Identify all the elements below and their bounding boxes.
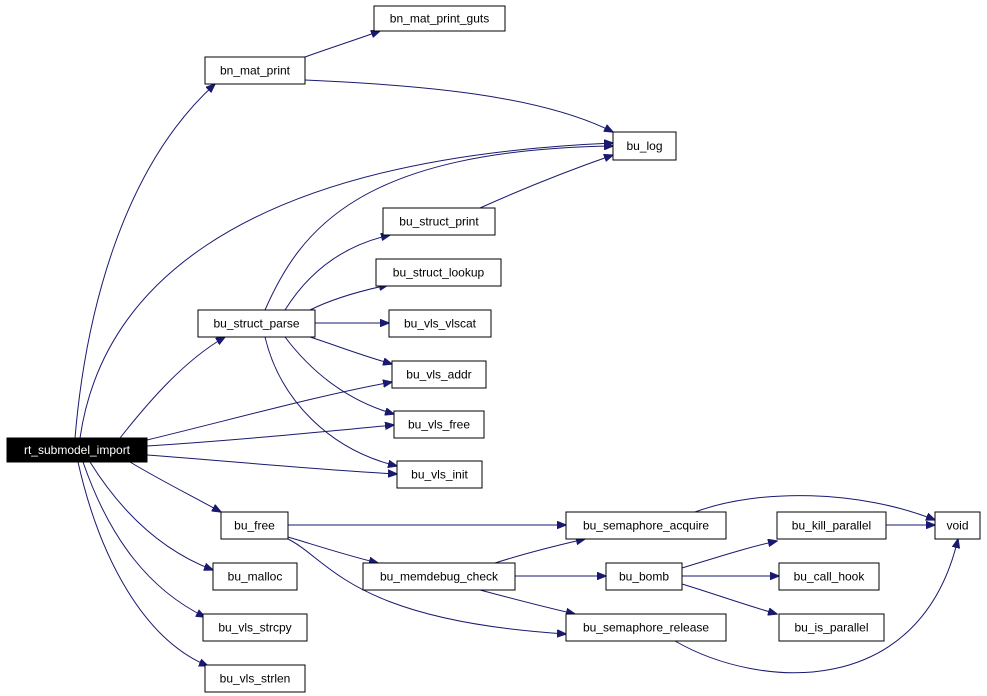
- node-bn_mat_print_guts[interactable]: bn_mat_print_guts: [373, 5, 506, 32]
- node-label: bu_free: [234, 519, 275, 533]
- node-label: bn_mat_print: [220, 64, 291, 78]
- node-box: [220, 511, 289, 540]
- node-box: [605, 562, 683, 591]
- node-bu_malloc[interactable]: bu_malloc: [212, 562, 298, 591]
- edge-rt_submodel_import-to-bu_vls_strcpy: [82, 461, 205, 617]
- node-label: bu_kill_parallel: [792, 519, 871, 533]
- node-label: bu_semaphore_release: [583, 621, 709, 635]
- node-box: [934, 511, 981, 540]
- edge-rt_submodel_import-to-bu_vls_init: [146, 454, 397, 474]
- node-bu_struct_parse[interactable]: bu_struct_parse: [197, 309, 316, 338]
- node-box: [382, 207, 496, 236]
- node-bu_is_parallel[interactable]: bu_is_parallel: [778, 613, 885, 642]
- edge-bu_struct_parse-to-bu_vls_free: [284, 336, 394, 414]
- node-bu_semaphore_release[interactable]: bu_semaphore_release: [565, 613, 727, 642]
- node-bn_mat_print[interactable]: bn_mat_print: [204, 56, 306, 85]
- edge-bu_struct_parse-to-bu_vls_init: [264, 336, 397, 466]
- node-bu_bomb[interactable]: bu_bomb: [605, 562, 683, 591]
- node-box: [362, 562, 516, 591]
- edge-bu_struct_parse-to-bu_log: [264, 146, 613, 311]
- node-bu_vls_vlscat[interactable]: bu_vls_vlscat: [388, 309, 492, 338]
- node-bu_struct_lookup[interactable]: bu_struct_lookup: [375, 258, 502, 287]
- node-box: [778, 562, 880, 591]
- node-box: [212, 562, 298, 591]
- node-label: bu_is_parallel: [794, 621, 868, 635]
- node-box: [565, 511, 727, 540]
- edge-rt_submodel_import-to-bu_log: [79, 143, 613, 439]
- node-box: [204, 56, 306, 85]
- node-box: [204, 664, 306, 693]
- edge-bu_memdebug_check-to-bu_semaphore_release: [479, 589, 575, 614]
- edge-bu_bomb-to-bu_is_parallel: [681, 583, 777, 614]
- node-label: bu_log: [626, 139, 662, 153]
- node-label: bu_semaphore_acquire: [583, 519, 709, 533]
- node-bu_vls_strlen[interactable]: bu_vls_strlen: [204, 664, 306, 693]
- node-bu_vls_strcpy[interactable]: bu_vls_strcpy: [202, 613, 308, 642]
- edge-bn_mat_print-to-bu_log: [304, 79, 613, 132]
- edge-bu_free-to-bu_memdebug_check: [287, 536, 378, 563]
- node-label: rt_submodel_import: [24, 443, 131, 457]
- node-box: [396, 460, 483, 489]
- node-box: [776, 511, 887, 540]
- edge-bu_semaphore_release-to-void: [674, 539, 958, 674]
- edge-rt_submodel_import-to-bu_vls_strlen: [77, 461, 208, 666]
- node-label: bu_vls_strcpy: [218, 621, 291, 635]
- node-label: bu_memdebug_check: [380, 570, 499, 584]
- edge-bu_memdebug_check-to-bu_semaphore_acquire: [494, 539, 585, 564]
- node-label: bu_vls_strlen: [220, 672, 291, 686]
- edge-bn_mat_print-to-bn_mat_print_guts: [304, 31, 380, 58]
- node-label: bu_vls_free: [408, 418, 470, 432]
- node-box: [612, 131, 677, 161]
- node-label: bu_struct_parse: [213, 317, 299, 331]
- node-bu_memdebug_check[interactable]: bu_memdebug_check: [362, 562, 516, 591]
- node-box: [391, 360, 487, 389]
- node-label: bu_vls_vlscat: [404, 317, 477, 331]
- edge-rt_submodel_import-to-bn_mat_print: [74, 84, 215, 439]
- edge-rt_submodel_import-to-bu_vls_free: [146, 425, 394, 447]
- node-label: bu_call_hook: [794, 570, 866, 584]
- node-rt_submodel_import[interactable]: rt_submodel_import: [6, 437, 148, 463]
- node-box: [373, 5, 506, 32]
- edges-layer: [74, 31, 958, 674]
- node-bu_vls_addr[interactable]: bu_vls_addr: [391, 360, 487, 389]
- node-label: bu_struct_print: [399, 215, 479, 229]
- node-bu_log[interactable]: bu_log: [612, 131, 677, 161]
- node-bu_struct_print[interactable]: bu_struct_print: [382, 207, 496, 236]
- node-label: bu_vls_addr: [406, 368, 471, 382]
- node-box: [6, 437, 148, 463]
- node-bu_kill_parallel[interactable]: bu_kill_parallel: [776, 511, 887, 540]
- node-label: bu_struct_lookup: [393, 266, 485, 280]
- node-box: [197, 309, 316, 338]
- edge-bu_struct_print-to-bu_log: [479, 155, 613, 209]
- edge-rt_submodel_import-to-bu_vls_addr: [146, 382, 392, 441]
- node-bu_vls_free[interactable]: bu_vls_free: [393, 410, 485, 439]
- node-label: bu_malloc: [228, 570, 283, 584]
- edge-bu_struct_parse-to-bu_struct_print: [284, 235, 390, 311]
- node-void[interactable]: void: [934, 511, 981, 540]
- node-box: [565, 613, 727, 642]
- node-bu_vls_init[interactable]: bu_vls_init: [396, 460, 483, 489]
- node-label: void: [946, 519, 968, 533]
- edge-rt_submodel_import-to-bu_malloc: [89, 461, 213, 570]
- edge-bu_struct_parse-to-bu_struct_lookup: [309, 285, 388, 311]
- node-box: [393, 410, 485, 439]
- node-box: [388, 309, 492, 338]
- nodes-layer: rt_submodel_import bn_mat_print_guts bn_ma…: [6, 5, 981, 693]
- edge-bu_free-to-bu_semaphore_release: [287, 538, 566, 634]
- node-box: [375, 258, 502, 287]
- node-bu_free[interactable]: bu_free: [220, 511, 289, 540]
- node-box: [202, 613, 308, 642]
- node-box: [778, 613, 885, 642]
- edge-bu_semaphore_acquire-to-void: [694, 495, 935, 520]
- edge-rt_submodel_import-to-bu_struct_parse: [119, 337, 225, 439]
- node-label: bu_vls_init: [411, 468, 468, 482]
- edge-bu_struct_parse-to-bu_vls_addr: [309, 336, 392, 364]
- edge-rt_submodel_import-to-bu_free: [129, 461, 221, 512]
- edge-bu_bomb-to-bu_kill_parallel: [681, 541, 777, 569]
- node-label: bn_mat_print_guts: [390, 12, 489, 26]
- node-label: bu_bomb: [619, 570, 669, 584]
- node-bu_call_hook[interactable]: bu_call_hook: [778, 562, 880, 591]
- node-bu_semaphore_acquire[interactable]: bu_semaphore_acquire: [565, 511, 727, 540]
